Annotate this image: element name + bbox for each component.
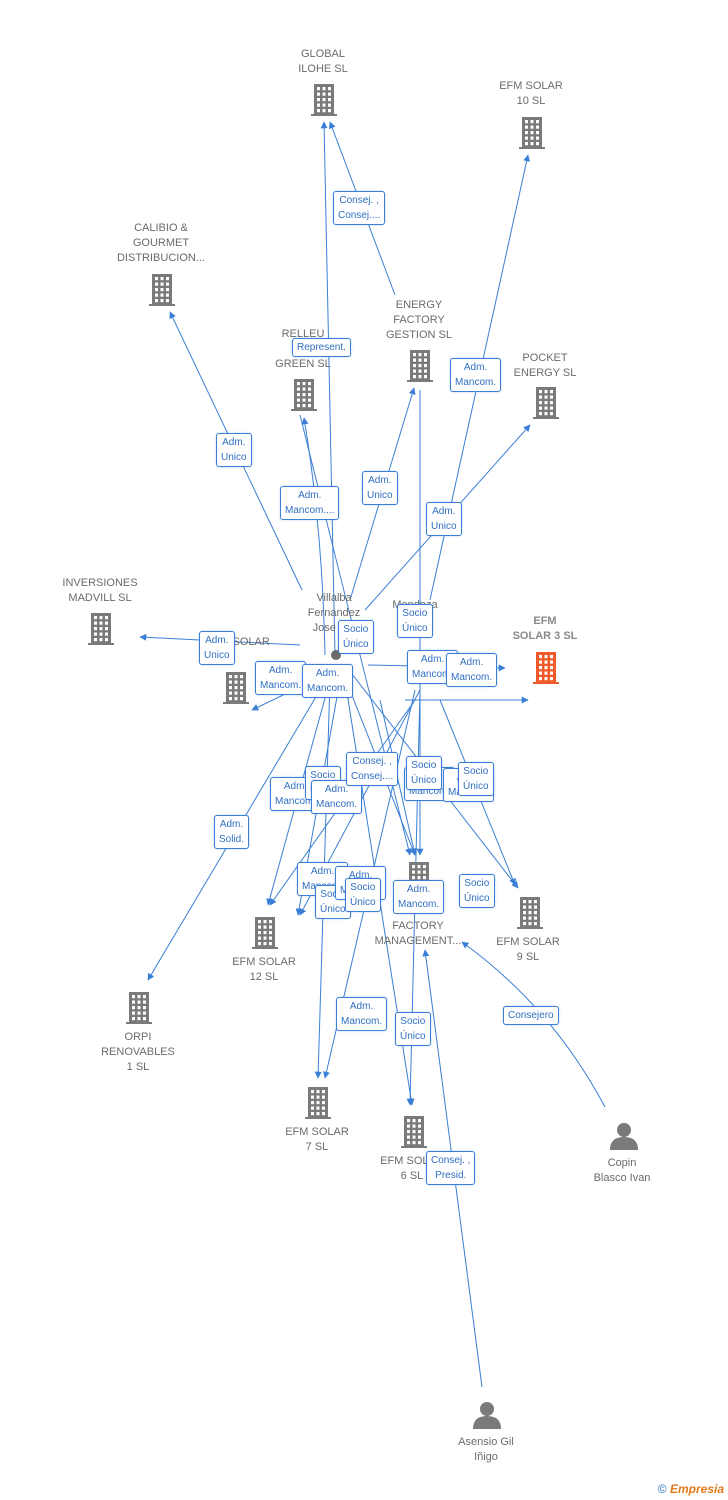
copyright-symbol: © xyxy=(657,1482,667,1496)
building-icon[interactable] xyxy=(407,350,433,382)
building-icon[interactable] xyxy=(401,1116,427,1148)
building-icon[interactable] xyxy=(149,274,175,306)
node-label-efm-solar-12[interactable]: EFM SOLAR 12 SL xyxy=(232,956,296,983)
edge-label[interactable]: Socio Único xyxy=(397,604,433,638)
edge-label[interactable]: Adm. Mancom. xyxy=(446,653,498,687)
edge-label[interactable]: Socio Único xyxy=(338,620,374,654)
edge-label[interactable]: Adm. Mancom. xyxy=(255,661,307,695)
node-label-orpi-renovables[interactable]: ORPI RENOVABLES 1 SL xyxy=(101,1031,175,1073)
building-icon[interactable] xyxy=(126,992,152,1024)
node-label-energy-factory-management[interactable]: ENERGY FACTORY MANAGEMENT... xyxy=(374,905,462,947)
person-icon[interactable] xyxy=(473,1402,501,1429)
edge-label[interactable]: Adm. Mancom. xyxy=(450,358,502,392)
edge-label[interactable]: Socio Único xyxy=(395,1012,431,1046)
edge-label[interactable]: Socio Único xyxy=(458,762,494,796)
edge-label[interactable]: Adm. Unico xyxy=(426,502,462,536)
edge-label[interactable]: Represent. xyxy=(292,338,351,357)
node-label-asensio[interactable]: Asensio Gil Iñigo xyxy=(458,1436,514,1463)
edge-label[interactable]: Adm. Unico xyxy=(199,631,235,665)
building-icon[interactable] xyxy=(252,917,278,949)
copyright: © Empresia xyxy=(658,1482,724,1496)
building-icon[interactable] xyxy=(519,117,545,149)
node-label-efm-solar-mid[interactable]: EFM SOLAR xyxy=(206,636,270,648)
node-label-calibio[interactable]: CALIBIO & GOURMET DISTRIBUCION... xyxy=(116,222,205,264)
edge-label[interactable]: Consej. , Consej.... xyxy=(346,752,399,786)
edge-label[interactable]: Consej. , Presid. xyxy=(426,1151,476,1185)
building-icon[interactable] xyxy=(533,652,559,684)
building-icon[interactable] xyxy=(517,897,543,929)
building-icon[interactable] xyxy=(291,379,317,411)
node-label-efm-solar-9[interactable]: EFM SOLAR 9 SL xyxy=(496,936,560,963)
building-icon[interactable] xyxy=(533,387,559,419)
building-icon[interactable] xyxy=(223,672,249,704)
edge-label[interactable]: Adm. Mancom.... xyxy=(280,486,340,520)
node-label-copin[interactable]: Copin Blasco Ivan xyxy=(593,1157,651,1184)
node-label-global-ilohe[interactable]: GLOBAL ILOHE SL xyxy=(298,48,348,75)
edge-label[interactable]: Adm. Unico xyxy=(216,433,252,467)
node-label-efm-solar-3[interactable]: EFM SOLAR 3 SL xyxy=(512,615,578,642)
edge-label[interactable]: Adm. Mancom. xyxy=(393,880,445,914)
edge-label[interactable]: Adm. Solid. xyxy=(214,815,250,849)
edge-label[interactable]: Socio Único xyxy=(345,878,381,912)
edge-label[interactable]: Socio Único xyxy=(459,874,495,908)
building-icon[interactable] xyxy=(88,613,114,645)
node-label-pocket-energy[interactable]: POCKET ENERGY SL xyxy=(513,352,577,379)
building-icon[interactable] xyxy=(305,1087,331,1119)
node-label-energy-factory-gestion[interactable]: ENERGY FACTORY GESTION SL xyxy=(385,299,453,341)
node-label-efm-solar-10[interactable]: EFM SOLAR 10 SL xyxy=(499,80,563,107)
edge-label[interactable]: Socio Único xyxy=(315,885,351,919)
edge-label[interactable]: Socio Único xyxy=(406,756,442,790)
icons-layer xyxy=(88,84,638,1429)
brand-logo[interactable]: Empresia xyxy=(669,1482,724,1496)
node-label-inversiones-madvill[interactable]: INVERSIONES MADVILL SL xyxy=(62,577,138,604)
node-label-efm-solar-7[interactable]: EFM SOLAR 7 SL xyxy=(285,1126,349,1153)
relationship-edge xyxy=(320,121,336,656)
edge-label[interactable]: Adm. Unico xyxy=(362,471,398,505)
edge-label[interactable]: Adm. Mancom. xyxy=(336,997,388,1031)
relationship-edge xyxy=(301,417,326,656)
edge-label[interactable]: Adm. Mancom. xyxy=(302,664,354,698)
building-icon[interactable] xyxy=(311,84,337,116)
edge-label[interactable]: Consej. , Consej.... xyxy=(333,191,386,225)
person-icon[interactable] xyxy=(610,1123,638,1150)
edge-label[interactable]: Consejero xyxy=(503,1006,559,1025)
